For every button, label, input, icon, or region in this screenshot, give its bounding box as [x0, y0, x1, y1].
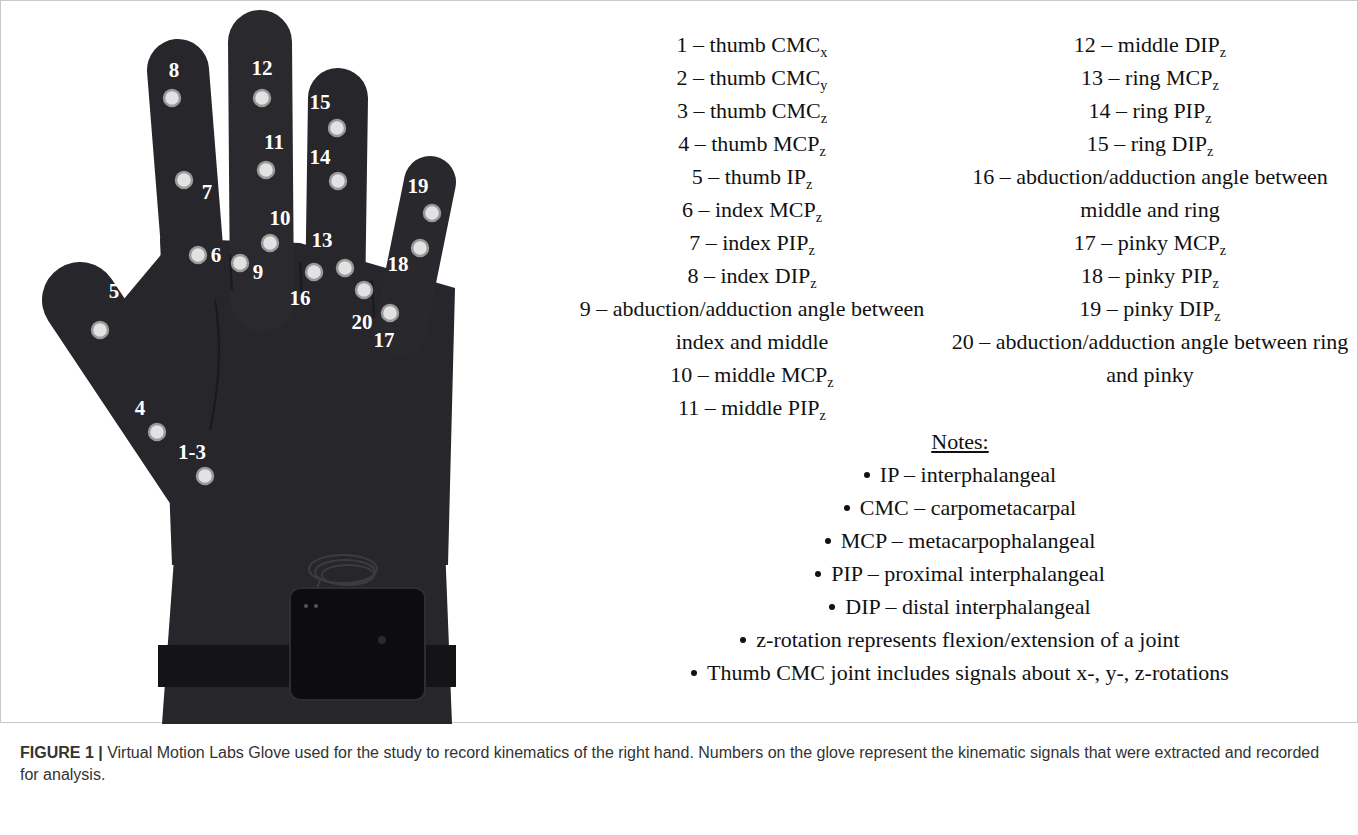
signal-entry: 15 – ring DIPz	[1087, 127, 1214, 160]
note-row: Thumb CMC joint includes signals about x…	[691, 656, 1229, 689]
callout-number: 10	[270, 207, 291, 229]
callout-number: 17	[374, 329, 395, 351]
bullet	[844, 505, 850, 511]
note-text: MCP – metacarpophalangeal	[841, 524, 1096, 557]
callout-number: 15	[310, 91, 331, 113]
signal-entry: 17 – pinky MCPz	[1074, 226, 1226, 259]
bullet	[740, 637, 746, 643]
note-row: z-rotation represents flexion/extension …	[740, 623, 1179, 656]
note-row: DIP – distal interphalangeal	[829, 590, 1090, 623]
note-text: z-rotation represents flexion/extension …	[756, 623, 1179, 656]
power-button	[378, 636, 386, 644]
callout-number: 4	[135, 397, 146, 419]
signal-list: 12 – middle DIPz13 – ring MCPz14 – ring …	[950, 28, 1350, 391]
signal-entry: 1 – thumb CMCx	[677, 28, 828, 61]
signal-entry: 11 – middle PIPz	[678, 391, 826, 424]
signal-entry: 2 – thumb CMCy	[677, 61, 828, 94]
bullet	[829, 604, 835, 610]
signal-entry: 16 – abduction/adduction angle between m…	[950, 160, 1350, 226]
note-text: Thumb CMC joint includes signals about x…	[707, 656, 1229, 689]
sensor-dots	[92, 90, 440, 484]
signal-entry: 6 – index MCPz	[682, 193, 822, 226]
status-led	[314, 604, 318, 608]
callout-number: 8	[169, 59, 180, 81]
callout-number: 19	[408, 175, 429, 197]
signal-entry: 5 – thumb IPz	[692, 160, 813, 193]
callout-number: 13	[312, 229, 333, 251]
note-text: PIP – proximal interphalangeal	[831, 557, 1105, 590]
bullet	[864, 472, 870, 478]
signal-entry: 10 – middle MCPz	[670, 358, 833, 391]
signal-entry: 14 – ring PIPz	[1088, 94, 1211, 127]
signal-entry: 3 – thumb CMCz	[677, 94, 827, 127]
callout-number: 6	[211, 244, 222, 266]
signal-entry: 7 – index PIPz	[689, 226, 815, 259]
note-row: PIP – proximal interphalangeal	[815, 557, 1105, 590]
callout-number: 7	[202, 181, 213, 203]
note-row: IP – interphalangeal	[864, 458, 1056, 491]
callout-number: 1-3	[178, 441, 206, 463]
bullet	[815, 571, 821, 577]
bullet	[691, 670, 697, 676]
bullet	[825, 538, 831, 544]
signal-entry: 8 – index DIPz	[687, 259, 816, 292]
callout-number: 11	[264, 131, 284, 153]
signal-entry: 19 – pinky DIPz	[1079, 292, 1220, 325]
signal-entry: 4 – thumb MCPz	[678, 127, 826, 160]
callout-number: 14	[310, 146, 331, 168]
notes-heading: Notes:	[931, 425, 988, 458]
sensor-box	[290, 588, 425, 700]
notes-list: Notes:IP – interphalangealCMC – carpomet…	[680, 425, 1240, 689]
note-row: MCP – metacarpophalangeal	[825, 524, 1096, 557]
signal-entry: 18 – pinky PIPz	[1081, 259, 1219, 292]
callout-number: 9	[253, 261, 264, 283]
callout-number: 18	[388, 253, 409, 275]
callout-number: 16	[290, 287, 311, 309]
signal-list: 1 – thumb CMCx2 – thumb CMCy3 – thumb CM…	[557, 28, 947, 424]
signal-entry: 13 – ring MCPz	[1081, 61, 1219, 94]
callout-number: 20	[352, 311, 373, 333]
status-led	[304, 604, 308, 608]
signal-entry: 20 – abduction/adduction angle between r…	[950, 325, 1350, 391]
figure-caption: FIGURE 1 | Virtual Motion Labs Glove use…	[20, 742, 1338, 786]
note-text: IP – interphalangeal	[880, 458, 1056, 491]
glove-cuff	[162, 545, 452, 724]
glove	[80, 42, 455, 724]
note-text: CMC – carpometacarpal	[860, 491, 1076, 524]
note-row: CMC – carpometacarpal	[844, 491, 1076, 524]
note-text: DIP – distal interphalangeal	[845, 590, 1090, 623]
callout-number: 12	[252, 57, 273, 79]
signal-entry: 9 – abduction/adduction angle between in…	[557, 292, 947, 358]
signal-entry: 12 – middle DIPz	[1074, 28, 1226, 61]
glove-seam	[210, 300, 219, 430]
callout-number: 5	[109, 280, 120, 302]
